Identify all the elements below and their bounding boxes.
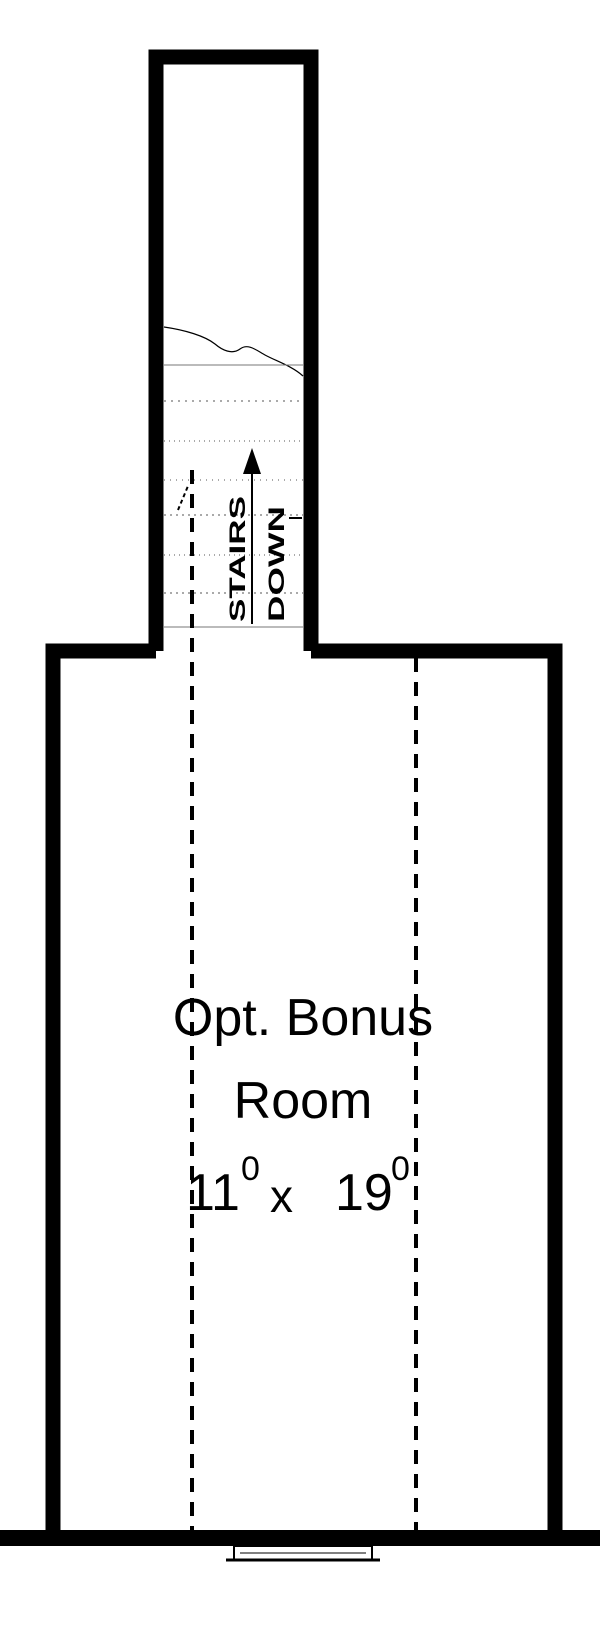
room-name-line1: Opt. Bonus [173, 989, 433, 1047]
room-name-line2: Room [234, 1072, 373, 1130]
stair-break-line [163, 326, 304, 377]
dimension-separator: x [270, 1170, 293, 1222]
stair-shaft-wall-left [148, 49, 319, 651]
bottom-window [226, 1545, 380, 1562]
knee-wall-lines [190, 470, 418, 1530]
stairs-label: STAIRS [225, 496, 250, 622]
room-width-superscript: 0 [241, 1150, 260, 1188]
stair-treads [163, 326, 304, 628]
room-wall-top-left [45, 643, 156, 1532]
room-length: 19 [335, 1164, 393, 1222]
room-dimensions: 11 0 x 19 0 [186, 1150, 410, 1222]
room-width: 11 [186, 1164, 240, 1222]
down-label: DOWN [264, 506, 289, 622]
stairs-down-arrow [243, 448, 261, 624]
room-wall-top-right [311, 643, 563, 1532]
stair-hatch-mark [177, 485, 189, 511]
room-length-superscript: 0 [391, 1150, 410, 1188]
exterior-walls [45, 49, 563, 1532]
